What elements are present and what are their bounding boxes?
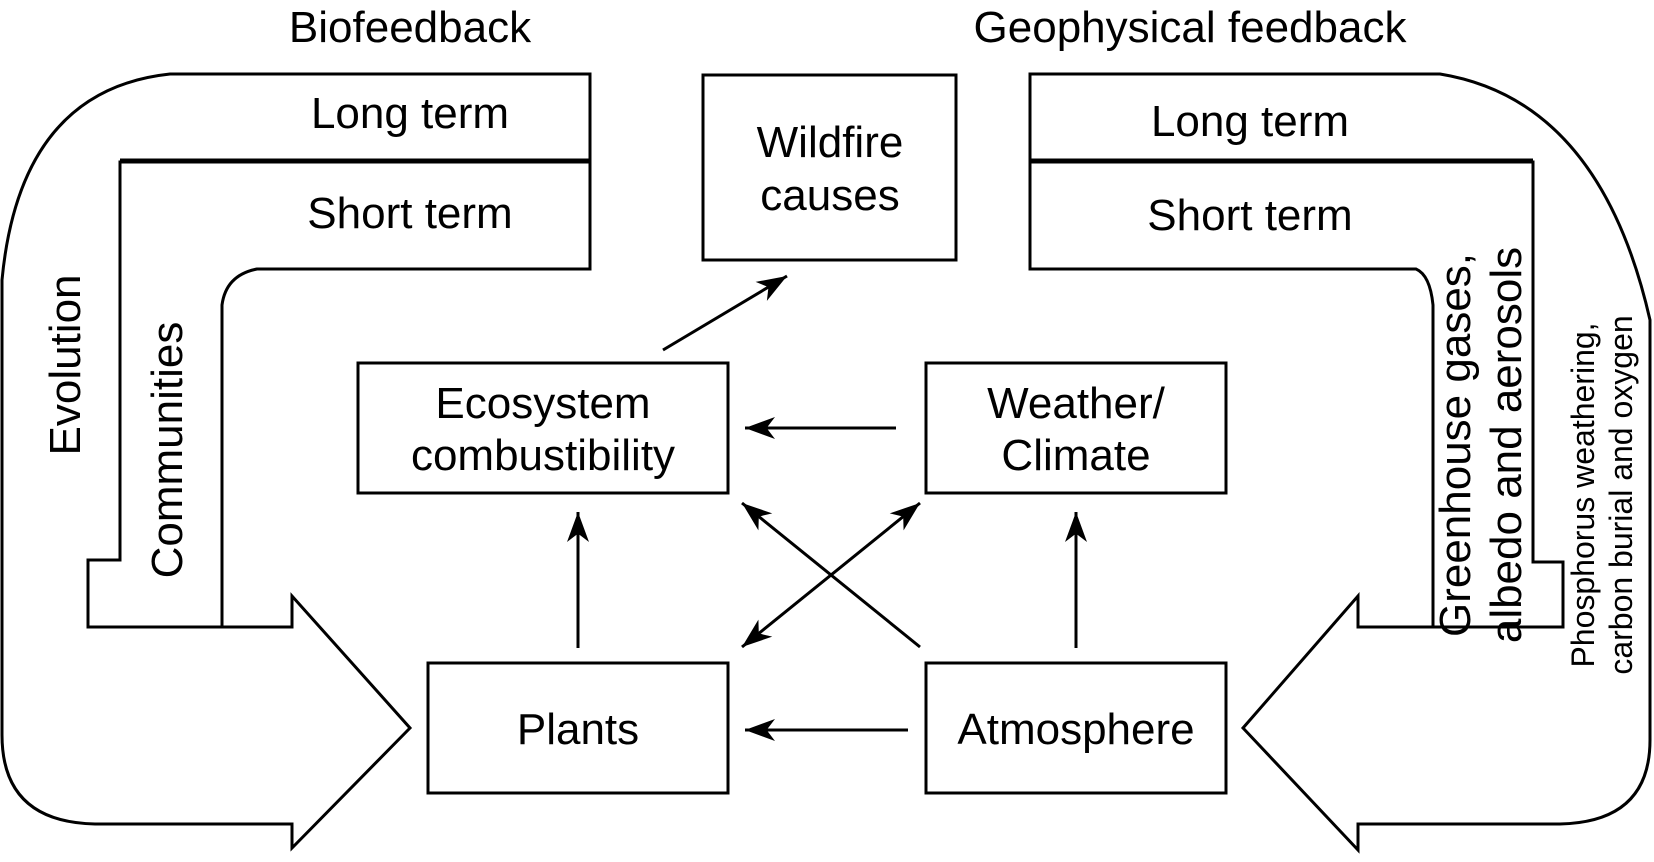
weather-line1: Weather/ — [987, 379, 1165, 428]
carbon-burial-oxygen-label: carbon burial and oxygen — [1603, 315, 1639, 674]
phosphorus-weathering-label: Phosphorus weathering, — [1565, 322, 1601, 667]
arrow-plants-weather-bidirectional — [741, 501, 921, 649]
left-short-term-label: Short term — [307, 189, 512, 238]
wildfire-line2: causes — [760, 171, 899, 220]
plants-label: Plants — [517, 705, 639, 754]
arrowhead-icon — [745, 417, 775, 439]
arrow-atmosphere-to-weather — [1065, 512, 1087, 648]
ecosystem-line2: combustibility — [411, 431, 675, 480]
arrow-line — [741, 501, 921, 649]
arrowhead-icon — [755, 276, 787, 301]
arrowhead-icon — [889, 503, 920, 531]
left-long-term-feedback-arrow — [0, 72, 592, 852]
arrow-plants-to-ecosystem — [567, 512, 589, 648]
arrow-ecosystem-to-wildfire — [662, 274, 788, 352]
ecosystem-line1: Ecosystem — [435, 379, 650, 428]
evolution-label: Evolution — [41, 274, 90, 455]
node-atmosphere: Atmosphere — [924, 661, 1228, 795]
arrowhead-icon — [742, 503, 773, 531]
node-ecosystem-combustibility: Ecosystem combustibility — [356, 361, 730, 495]
communities-label: Communities — [143, 322, 192, 579]
arrowhead-icon — [1065, 512, 1087, 542]
left-short-term-feedback-arrow — [220, 160, 592, 629]
right-short-term-feedback-arrow — [1028, 160, 1435, 629]
biofeedback-title: Biofeedback — [289, 3, 532, 52]
edge-group — [567, 274, 1087, 741]
atmosphere-label: Atmosphere — [957, 705, 1194, 754]
arrowhead-icon — [745, 719, 775, 741]
arrow-weather-to-ecosystem — [745, 417, 896, 439]
right-long-term-label: Long term — [1151, 97, 1349, 146]
weather-line2: Climate — [1001, 431, 1150, 480]
arrowhead-icon — [742, 619, 773, 647]
arrowhead-icon — [567, 512, 589, 542]
right-short-term-label: Short term — [1147, 191, 1352, 240]
wildfire-line1: Wildfire — [757, 118, 904, 167]
arrow-atmosphere-to-plants — [745, 719, 908, 741]
greenhouse-gases-label: Greenhouse gases, — [1431, 253, 1480, 637]
node-wildfire-causes: Wildfire causes — [701, 73, 958, 262]
albedo-aerosols-label: albedo and aerosols — [1482, 247, 1531, 643]
node-plants: Plants — [426, 661, 730, 795]
arrow-line — [662, 274, 788, 352]
node-weather-climate: Weather/ Climate — [924, 361, 1228, 495]
geophysical-feedback-title: Geophysical feedback — [974, 3, 1408, 52]
right-long-term-feedback-arrow — [1028, 72, 1652, 854]
left-long-term-label: Long term — [311, 89, 509, 138]
